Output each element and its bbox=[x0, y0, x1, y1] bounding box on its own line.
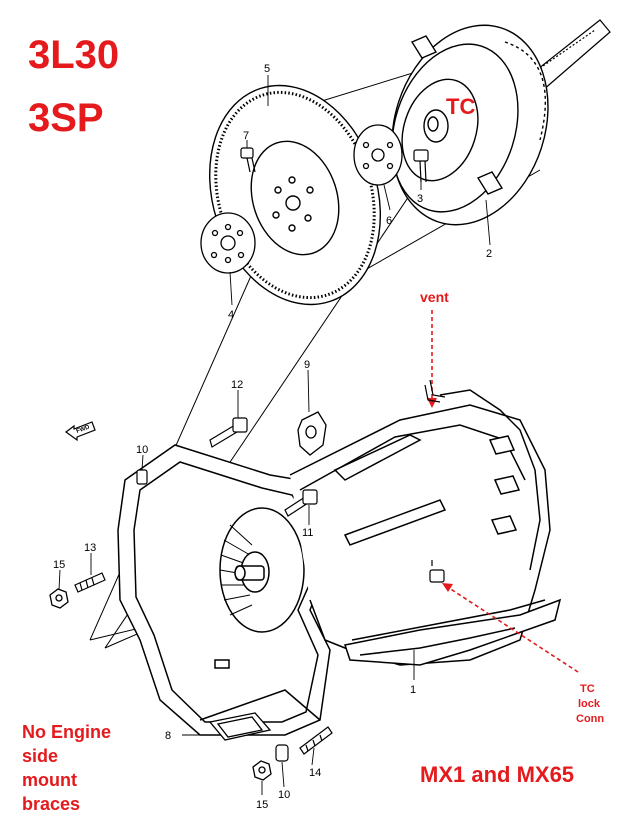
stud-14 bbox=[299, 726, 333, 755]
model-title: 3L30 bbox=[28, 33, 119, 77]
transmission-case bbox=[117, 389, 562, 736]
drive-plate-4 bbox=[200, 212, 256, 274]
tc-lock-label-2: lock bbox=[578, 698, 601, 710]
callout-15-lower: 15 bbox=[256, 799, 268, 811]
dowel-10-upper bbox=[136, 469, 148, 485]
plate-6 bbox=[353, 124, 403, 186]
stud-13 bbox=[74, 572, 106, 593]
callout-12: 12 bbox=[231, 379, 243, 391]
callout-10-upper: 10 bbox=[136, 444, 148, 456]
no-engine-note-2: side bbox=[22, 746, 58, 766]
tc-lock-indicator bbox=[442, 583, 579, 673]
callout-10-lower: 10 bbox=[278, 789, 290, 801]
bolt-3 bbox=[413, 149, 429, 183]
tc-lock-label-1: TC bbox=[580, 683, 595, 695]
tc-label: TC bbox=[446, 94, 475, 119]
vent-label: vent bbox=[420, 289, 449, 305]
bolt-11 bbox=[284, 489, 318, 517]
callout-14: 14 bbox=[309, 767, 321, 779]
callout-11: 11 bbox=[302, 527, 313, 539]
callout-5: 5 bbox=[264, 63, 270, 75]
callout-9: 9 bbox=[304, 359, 310, 371]
tc-lock-connector bbox=[429, 560, 445, 583]
vent-tube bbox=[424, 379, 446, 403]
fwd-arrow-icon: FWD bbox=[64, 421, 96, 442]
leader-lines bbox=[58, 75, 491, 795]
dowel-10-lower bbox=[275, 744, 289, 762]
fwd-label: FWD bbox=[76, 424, 92, 435]
callout-2: 2 bbox=[486, 248, 492, 260]
callout-8: 8 bbox=[165, 730, 171, 742]
callout-4: 4 bbox=[228, 309, 234, 321]
no-engine-note-1: No Engine bbox=[22, 722, 111, 742]
vent-indicator bbox=[427, 310, 437, 408]
callout-6: 6 bbox=[386, 215, 392, 227]
callout-13: 13 bbox=[84, 542, 96, 554]
bolt-12 bbox=[209, 417, 248, 448]
flex-plate bbox=[208, 84, 382, 306]
callout-7: 7 bbox=[243, 130, 249, 142]
speed-title: 3SP bbox=[28, 96, 104, 140]
models-label: MX1 and MX65 bbox=[420, 762, 574, 787]
callout-15-left: 15 bbox=[53, 559, 65, 571]
nut-15-left bbox=[49, 588, 69, 609]
gasket-9 bbox=[297, 411, 327, 456]
cover-plate-8 bbox=[208, 712, 272, 741]
torque-converter bbox=[391, 24, 549, 226]
nut-15-lower bbox=[252, 760, 272, 781]
callout-3: 3 bbox=[417, 193, 423, 205]
tc-lock-label-3: Conn bbox=[576, 713, 604, 725]
no-engine-note-4: braces bbox=[22, 794, 80, 814]
callout-1: 1 bbox=[410, 684, 416, 696]
no-engine-note-3: mount bbox=[22, 770, 77, 790]
